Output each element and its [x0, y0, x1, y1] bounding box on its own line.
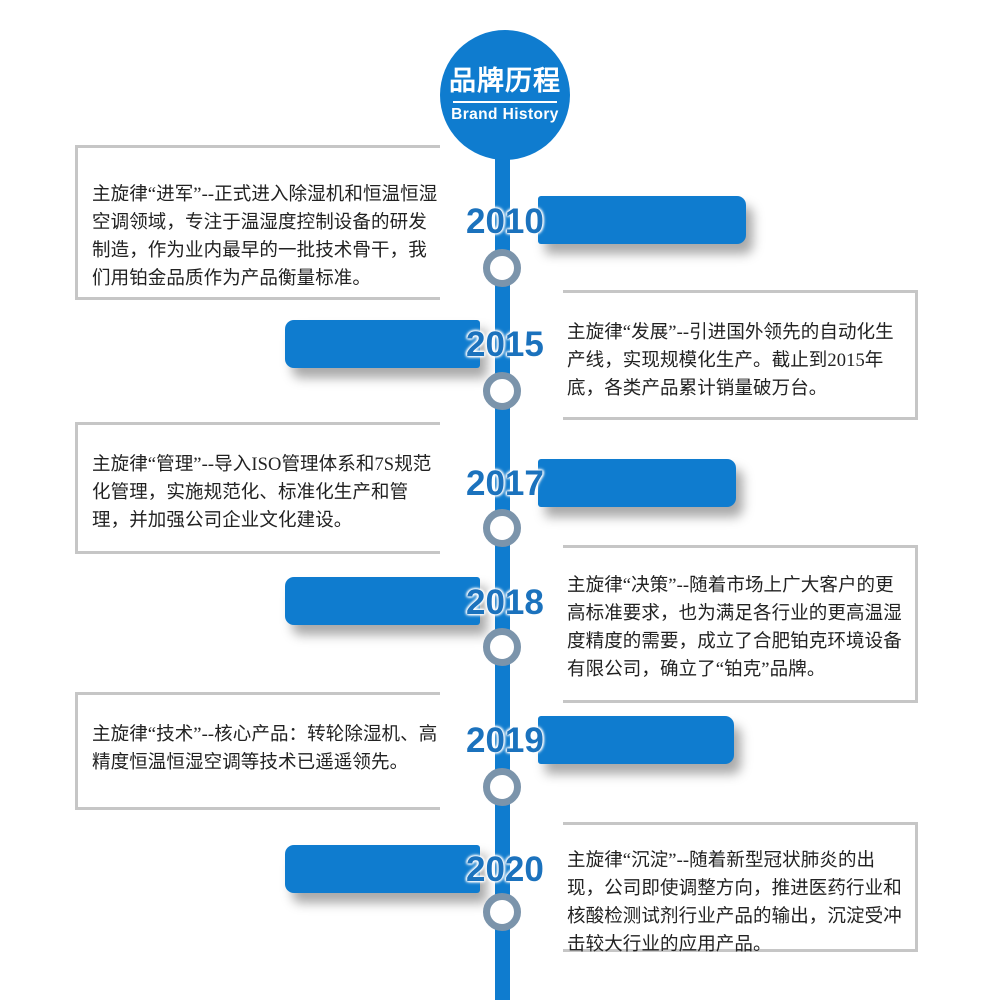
milestone-node-2019 [483, 768, 521, 806]
milestone-node-2018 [483, 628, 521, 666]
milestone-bar-2019 [538, 716, 734, 764]
milestone-text-2010: 主旋律“进军”--正式进入除湿机和恒温恒湿空调领域，专注于温湿度控制设备的研发制… [92, 185, 438, 290]
panel-edge-mask [549, 544, 563, 704]
milestone-node-2010 [483, 249, 521, 287]
milestone-year-2019: 2019 [466, 721, 544, 760]
milestone-text-2018: 主旋律“决策”--随着市场上广大客户的更高标准要求，也为满足各行业的更高温湿度精… [567, 576, 902, 681]
panel-edge-mask [440, 691, 454, 811]
panel-edge-mask [549, 821, 563, 953]
milestone-bar-2010 [538, 196, 746, 244]
milestone-bar-2018 [285, 577, 480, 625]
milestone-year-2017: 2017 [466, 464, 544, 503]
milestone-panel-2017: 主旋律“管理”--导入ISO管理体系和7S规范化管理，实施规范化、标准化生产和管… [75, 421, 454, 555]
milestone-panel-2010: 主旋律“进军”--正式进入除湿机和恒温恒湿空调领域，专注于温湿度控制设备的研发制… [75, 144, 454, 301]
milestone-node-2020 [483, 893, 521, 931]
badge-title-en: Brand History [451, 106, 559, 124]
milestone-year-2020: 2020 [466, 850, 544, 889]
milestone-year-2018: 2018 [466, 583, 544, 622]
milestone-text-2019: 主旋律“技术”--核心产品：转轮除湿机、高精度恒温恒湿空调等技术已遥遥领先。 [92, 725, 438, 774]
panel-edge-mask [440, 421, 454, 555]
milestone-bar-2015 [285, 320, 480, 368]
milestone-year-2015: 2015 [466, 325, 544, 364]
milestone-text-2020: 主旋律“沉淀”--随着新型冠状肺炎的出现，公司即使调整方向，推进医药行业和核酸检… [567, 851, 902, 956]
panel-edge-mask [440, 144, 454, 301]
panel-edge-mask [549, 289, 563, 421]
milestone-node-2017 [483, 509, 521, 547]
milestone-year-2010: 2010 [466, 202, 544, 241]
milestone-panel-2019: 主旋律“技术”--核心产品：转轮除湿机、高精度恒温恒湿空调等技术已遥遥领先。 [75, 691, 454, 811]
milestone-panel-2020: 主旋律“沉淀”--随着新型冠状肺炎的出现，公司即使调整方向，推进医药行业和核酸检… [549, 821, 918, 955]
milestone-panel-2018: 主旋律“决策”--随着市场上广大客户的更高标准要求，也为满足各行业的更高温湿度精… [549, 544, 918, 704]
milestone-node-2015 [483, 372, 521, 410]
milestone-bar-2017 [538, 459, 736, 507]
milestone-text-2017: 主旋律“管理”--导入ISO管理体系和7S规范化管理，实施规范化、标准化生产和管… [92, 455, 432, 532]
badge-title-cn: 品牌历程 [449, 65, 561, 96]
milestone-text-2015: 主旋律“发展”--引进国外领先的自动化生产线，实现规模化生产。截止到2015年底… [567, 323, 894, 400]
badge-divider [453, 101, 557, 104]
milestone-bar-2020 [285, 845, 480, 893]
milestone-panel-2015: 主旋律“发展”--引进国外领先的自动化生产线，实现规模化生产。截止到2015年底… [549, 289, 918, 421]
brand-history-badge: 品牌历程 Brand History [440, 30, 570, 160]
